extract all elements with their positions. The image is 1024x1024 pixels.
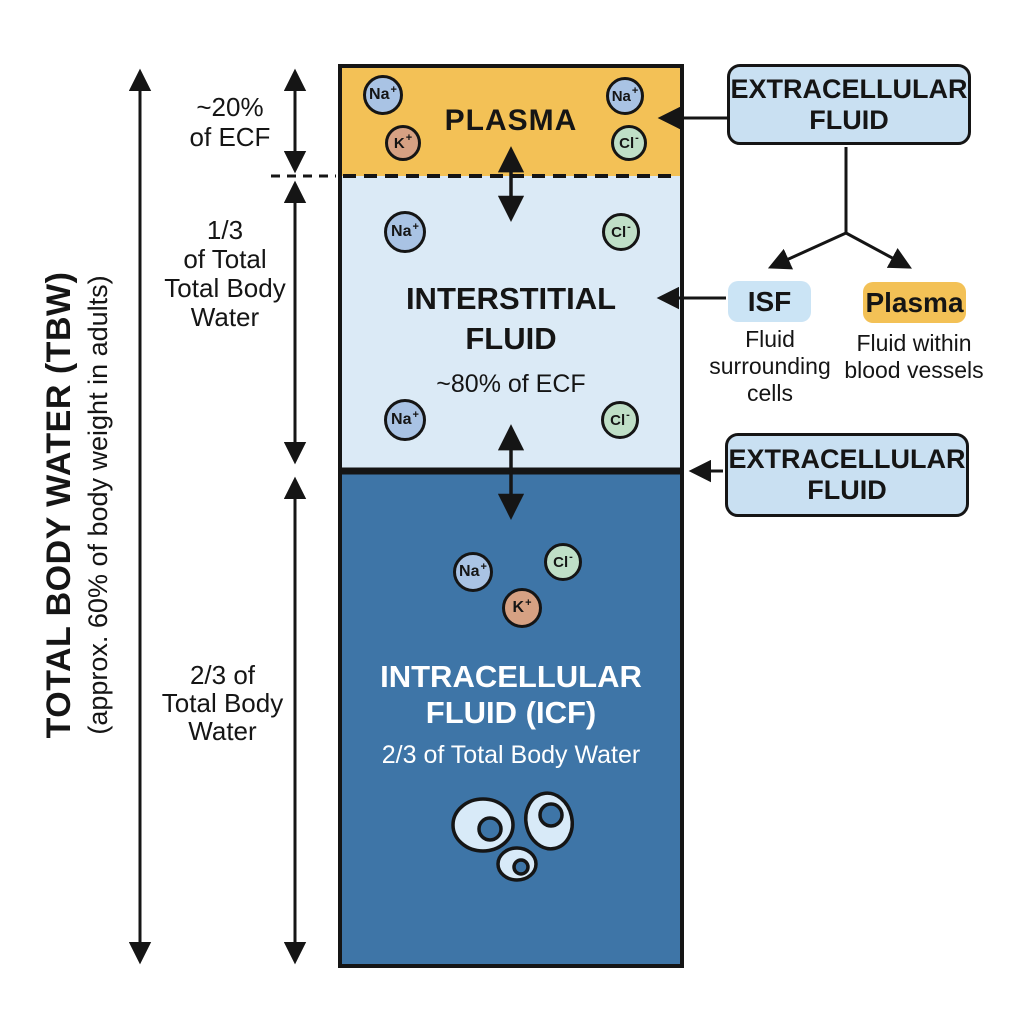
icf-label: INTRACELLULAR FLUID (ICF) 2/3 of Total B… bbox=[340, 659, 682, 773]
ion-symbol: Cl bbox=[619, 134, 635, 152]
ion-symbol: Na bbox=[459, 563, 480, 580]
icf-fraction-line: Water bbox=[188, 716, 257, 746]
icf-fraction-line: Total Body bbox=[161, 688, 284, 718]
ecf-to-plasma-arrow bbox=[845, 231, 912, 269]
chloride-ion: Cl- bbox=[601, 401, 639, 439]
tbw-title: TOTAL BODY WATER (TBW) bbox=[40, 271, 78, 739]
ecf-fraction-label: 1/3 of Total Total Body Water bbox=[160, 216, 290, 332]
ion-charge: - bbox=[569, 550, 573, 563]
interstitial-label: INTERSTITIAL FLUID ~80% of ECF bbox=[340, 279, 682, 404]
ecf-to-isf-arrow bbox=[767, 231, 847, 270]
icf-fraction-line: 2/3 of bbox=[189, 660, 256, 690]
ecf-box-line: FLUID bbox=[809, 104, 889, 135]
sodium-ion: Na+ bbox=[453, 552, 493, 592]
ion-charge: + bbox=[480, 560, 487, 573]
icf-label-line: FLUID (ICF) bbox=[425, 695, 597, 730]
ion-symbol: Na bbox=[369, 86, 390, 103]
ion-charge: + bbox=[525, 596, 532, 609]
ion-symbol: K bbox=[512, 599, 525, 616]
ecf-fraction-line: Water bbox=[190, 302, 260, 332]
body-water-column bbox=[338, 64, 684, 968]
ion-symbol: Na bbox=[611, 87, 631, 105]
ion-charge: + bbox=[631, 84, 639, 97]
plasma-description: Fluid within blood vessels bbox=[838, 330, 990, 384]
chloride-ion: Cl- bbox=[544, 543, 582, 581]
sodium-ion: Na+ bbox=[606, 77, 644, 115]
potassium-ion: K+ bbox=[385, 125, 421, 161]
isf-pill: ISF bbox=[728, 281, 811, 322]
isf-desc-line: surrounding bbox=[709, 353, 831, 379]
plasma-fraction-label: ~20% of ECF bbox=[170, 92, 290, 152]
icf-fraction-label: 2/3 of Total Body Water bbox=[155, 661, 290, 745]
chloride-ion: Cl- bbox=[611, 125, 647, 161]
interstitial-label-line: FLUID bbox=[465, 321, 557, 356]
ion-symbol: Na bbox=[391, 223, 412, 240]
isf-desc-line: Fluid bbox=[745, 326, 795, 352]
plasma-fraction-line: of ECF bbox=[189, 122, 271, 152]
ion-symbol: Cl bbox=[610, 411, 626, 429]
plasma-desc-line: Fluid within bbox=[856, 330, 972, 356]
potassium-ion: K+ bbox=[502, 588, 542, 628]
ecf-box-line: EXTRACELLULAR bbox=[728, 444, 966, 474]
ion-symbol: Cl bbox=[611, 223, 627, 241]
extracellular-fluid-box-bottom: EXTRACELLULAR FLUID bbox=[725, 433, 969, 517]
ecf-box-line: EXTRACELLULAR bbox=[730, 73, 968, 104]
extracellular-fluid-box-top: EXTRACELLULAR FLUID bbox=[727, 64, 971, 145]
ecf-fraction-line: of Total bbox=[183, 244, 267, 274]
chloride-ion: Cl- bbox=[602, 213, 640, 251]
ion-charge: - bbox=[627, 220, 631, 233]
ion-charge: + bbox=[405, 131, 413, 144]
plasma-label: PLASMA bbox=[444, 104, 578, 137]
interstitial-sublabel: ~80% of ECF bbox=[436, 370, 586, 398]
plasma-fraction-line: ~20% bbox=[196, 92, 264, 122]
icf-sublabel: 2/3 of Total Body Water bbox=[381, 741, 641, 769]
ion-charge: + bbox=[412, 220, 419, 233]
ion-charge: + bbox=[412, 408, 419, 421]
ion-charge: - bbox=[635, 131, 639, 144]
sodium-ion: Na+ bbox=[384, 211, 426, 253]
ecf-box-line: FLUID bbox=[807, 475, 887, 505]
icf-label-line: INTRACELLULAR bbox=[380, 659, 642, 694]
ion-charge: + bbox=[390, 83, 397, 96]
ion-symbol: Cl bbox=[553, 553, 569, 571]
plasma-pill: Plasma bbox=[863, 282, 966, 323]
tbw-subtitle: (approx. 60% of body weight in adults) bbox=[83, 275, 113, 735]
icf-compartment bbox=[342, 471, 680, 964]
interstitial-label-line: INTERSTITIAL bbox=[405, 281, 617, 316]
isf-desc-line: cells bbox=[746, 380, 793, 406]
ion-symbol: K bbox=[393, 134, 405, 152]
ion-charge: - bbox=[626, 408, 630, 421]
sodium-ion: Na+ bbox=[363, 75, 403, 115]
ecf-fraction-line: 1/3 bbox=[206, 215, 244, 245]
tbw-axis-title: TOTAL BODY WATER (TBW) (approx. 60% of b… bbox=[40, 55, 150, 955]
ecf-fraction-line: Total Body bbox=[164, 273, 286, 303]
isf-description: Fluid surrounding cells bbox=[695, 326, 845, 407]
plasma-desc-line: blood vessels bbox=[844, 357, 984, 383]
ion-symbol: Na bbox=[391, 411, 412, 428]
sodium-ion: Na+ bbox=[384, 399, 426, 441]
